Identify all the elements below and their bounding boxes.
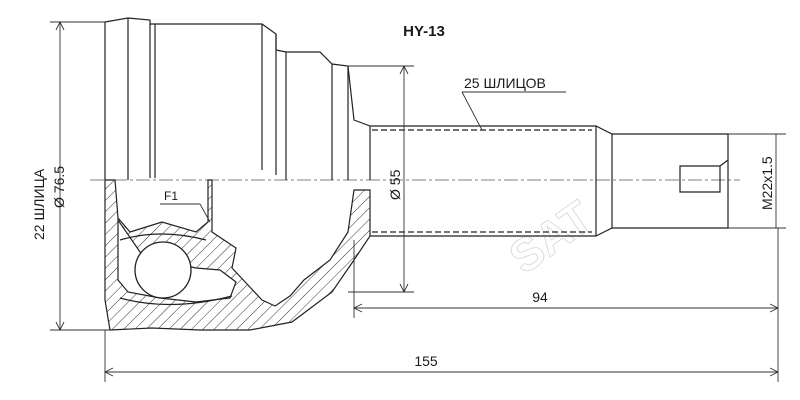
part-number-title: HY-13 <box>403 23 445 40</box>
label-feature: F1 <box>164 189 178 203</box>
section-hatch <box>104 179 371 331</box>
label-outer-diameter: Ø 76.5 <box>51 166 67 208</box>
label-seal-diameter: Ø 55 <box>387 169 403 200</box>
watermark: SAT <box>499 190 602 284</box>
label-total-length: 155 <box>414 353 438 369</box>
dimensions <box>50 20 786 382</box>
label-outer-splines: 22 ШЛИЦА <box>31 168 47 240</box>
housing <box>104 17 371 180</box>
ball <box>134 241 192 299</box>
watermark-text: SAT <box>500 190 602 283</box>
label-thread: M22x1.5 <box>759 156 775 210</box>
label-shaft-splines: 25 ШЛИЦОВ <box>464 75 546 91</box>
label-shaft-length: 94 <box>532 289 548 305</box>
